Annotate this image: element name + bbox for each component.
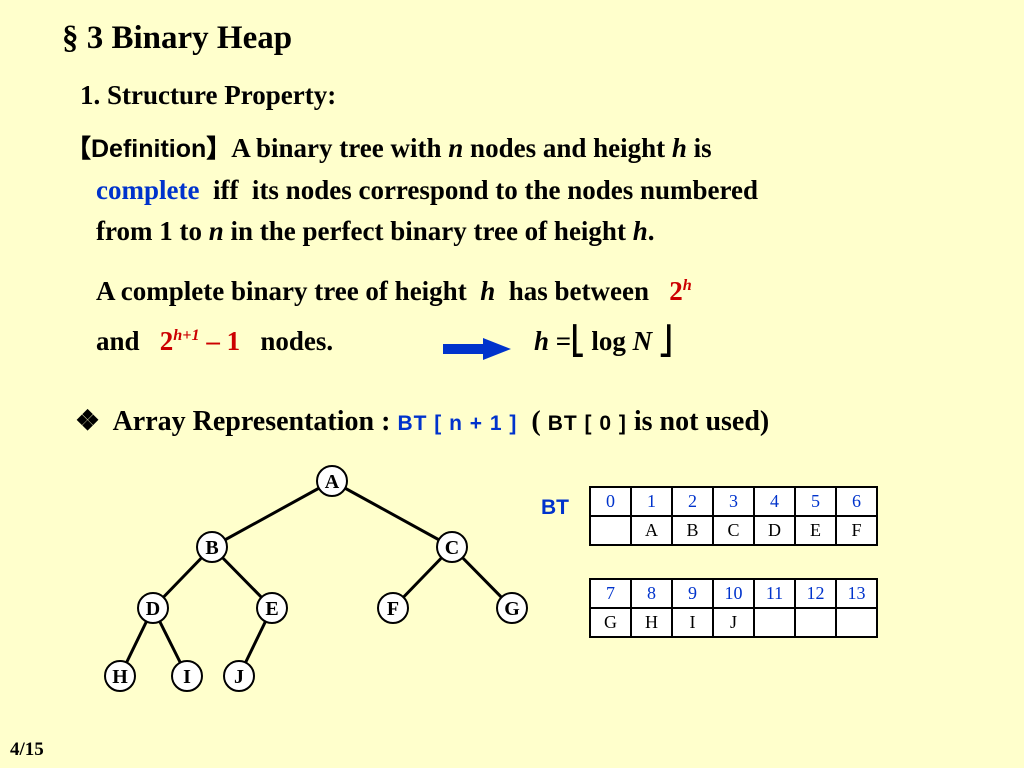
array-value-cell: A (630, 515, 673, 546)
svg-text:H: H (112, 666, 128, 688)
array-value-cell: G (589, 607, 632, 638)
var-n: n (448, 133, 464, 163)
array-rep-label: Array Representation : (100, 406, 398, 437)
definition-line-3: from 1 to n in the perfect binary tree o… (66, 211, 966, 252)
slide-title: § 3 Binary Heap (62, 20, 293, 56)
bt-zero: BT [ 0 ] (547, 412, 627, 435)
tree-node-a: A (316, 465, 348, 497)
array-value-cell: H (630, 607, 673, 638)
array-value-cell (835, 607, 878, 638)
array-index-cell: 2 (671, 486, 714, 517)
svg-text:G: G (504, 598, 520, 620)
tree-node-j: J (223, 660, 255, 692)
tree-node-h: H (104, 660, 136, 692)
bt-array-label: BT (541, 496, 569, 519)
definition-text: is (686, 133, 712, 163)
array-index-cell: 9 (671, 578, 714, 609)
array-rep-text: is not used) (626, 406, 770, 437)
definition-text: from 1 to (96, 216, 209, 246)
array-index-cell: 11 (753, 578, 796, 609)
height-formula: h =⎣ log N ⎦ (534, 326, 673, 356)
var-n: n (208, 216, 224, 246)
bounds-line-1: A complete binary tree of height h has b… (96, 276, 692, 307)
bounds-text: nodes. (240, 326, 334, 356)
bounds-line-2: and 2h+1 – 1 nodes. (96, 326, 333, 357)
array-index-cell: 13 (835, 578, 878, 609)
definition-block: 【Definition】A binary tree with n nodes a… (66, 128, 966, 252)
array-value-cell: I (671, 607, 714, 638)
array-index-cell: 12 (794, 578, 837, 609)
svg-text:B: B (205, 537, 218, 559)
array-representation-line: ❖ Array Representation : BT [ n + 1 ] ( … (75, 404, 769, 438)
array-value-cell (794, 607, 837, 638)
tree-edge (331, 479, 453, 549)
definition-tag: 【Definition】 (66, 135, 232, 163)
array-value-cell (753, 607, 796, 638)
array-index-cell: 1 (630, 486, 673, 517)
var-h: h (480, 276, 496, 306)
var-h: h (671, 133, 687, 163)
var-h: h (632, 216, 648, 246)
definition-text: in the perfect binary tree of height (223, 216, 633, 246)
array-value-cell: F (835, 515, 878, 546)
definition-text: iff its nodes correspond to the nodes nu… (199, 175, 758, 205)
svg-text:J: J (234, 666, 244, 688)
svg-text:C: C (445, 537, 459, 559)
array-value-cell: C (712, 515, 755, 546)
svg-text:F: F (387, 598, 399, 620)
bt-declaration: BT [ n + 1 ] (397, 412, 518, 435)
svg-text:D: D (146, 598, 160, 620)
definition-text: A binary tree with (231, 133, 449, 163)
array-index-cell: 3 (712, 486, 755, 517)
array-index-cell: 10 (712, 578, 755, 609)
tree-node-e: E (256, 592, 288, 624)
term-complete: complete (96, 175, 200, 205)
array-value-cell: J (712, 607, 755, 638)
definition-text: . (647, 216, 655, 246)
tree-node-i: I (171, 660, 203, 692)
array-value-cell (589, 515, 632, 546)
svg-text:A: A (325, 471, 340, 493)
array-value-cell: E (794, 515, 837, 546)
array-index-cell: 6 (835, 486, 878, 517)
array-value-cell: D (753, 515, 796, 546)
upper-bound: 2h+1 – 1 (159, 326, 241, 356)
bounds-text: and (96, 326, 160, 356)
tree-node-b: B (196, 531, 228, 563)
array-index-cell: 7 (589, 578, 632, 609)
section-subtitle: 1. Structure Property: (80, 80, 337, 110)
array-index-cell: 8 (630, 578, 673, 609)
bounds-text: A complete binary tree of height (96, 276, 481, 306)
lower-bound: 2h (669, 276, 692, 306)
array-index-cell: 4 (753, 486, 796, 517)
array-value-cell: B (671, 515, 714, 546)
definition-line-1: 【Definition】A binary tree with n nodes a… (66, 128, 966, 170)
tree-node-g: G (496, 592, 528, 624)
svg-text:I: I (183, 666, 191, 688)
definition-line-2: complete iff its nodes correspond to the… (66, 170, 966, 211)
tree-node-d: D (137, 592, 169, 624)
diamond-bullet-icon: ❖ (75, 406, 101, 437)
bounds-text: has between (495, 276, 670, 306)
array-rep-text: ( (517, 406, 548, 437)
array-index-cell: 0 (589, 486, 632, 517)
array-index-cell: 5 (794, 486, 837, 517)
tree-node-f: F (377, 592, 409, 624)
tree-edge (211, 479, 333, 549)
tree-node-c: C (436, 531, 468, 563)
right-arrow-icon (443, 338, 511, 360)
svg-text:E: E (265, 598, 278, 620)
page-number: 4/15 (10, 739, 44, 760)
definition-text: nodes and height (463, 133, 672, 163)
